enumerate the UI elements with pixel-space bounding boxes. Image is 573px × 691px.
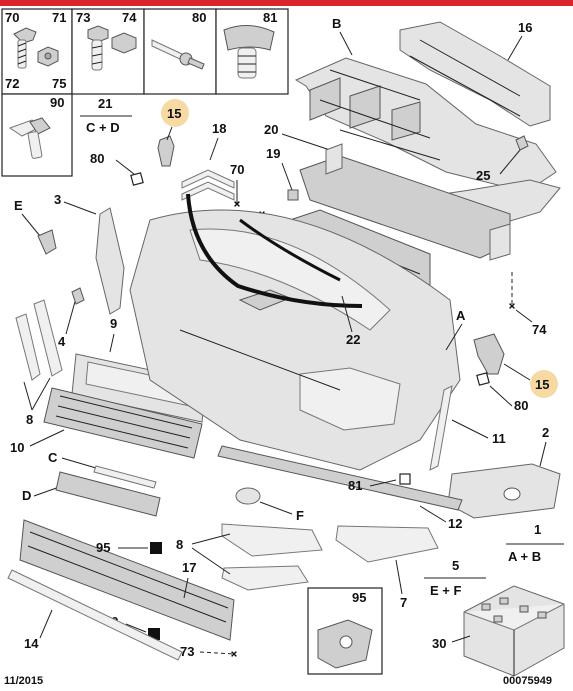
footer-date: 11/2015 <box>4 675 43 687</box>
part-14-strip <box>7 569 183 661</box>
grille-D <box>55 471 161 517</box>
label-81-b: 81 <box>348 478 362 493</box>
label-11: 11 <box>492 431 506 446</box>
label-22: 22 <box>346 332 360 347</box>
label-81: 81 <box>263 10 277 25</box>
cap-F <box>235 487 261 505</box>
label-D: D <box>22 488 31 503</box>
part-3-panel <box>95 207 125 315</box>
label-15-right: 15 <box>535 377 549 392</box>
clip-E <box>37 229 57 255</box>
header-bar <box>0 0 573 6</box>
part-7-surround <box>335 525 439 563</box>
part-A-bumper: A <box>129 209 466 471</box>
label-70-b: 70 <box>230 162 244 177</box>
inset-box-95: 95 <box>307 587 383 675</box>
label-20: 20 <box>264 122 278 137</box>
label-4: 4 <box>58 334 66 349</box>
inset-box-73-74: 73 74 <box>71 8 145 95</box>
part-10-grille: 10 <box>10 387 203 459</box>
label-19: 19 <box>266 146 280 161</box>
part-16-bracket: 16 <box>399 20 551 127</box>
label-16: 16 <box>518 20 532 35</box>
label-90: 90 <box>50 95 64 110</box>
label-15-top: 15 <box>167 106 181 121</box>
part-30-clip-box: 30 <box>432 585 565 677</box>
label-F: F <box>296 508 304 523</box>
label-74-b: 74 <box>532 322 547 337</box>
clip-4 <box>71 287 85 305</box>
label-12: 12 <box>448 516 462 531</box>
label-74: 74 <box>122 10 137 25</box>
label-5-sub: E + F <box>430 583 461 598</box>
fastener-81-marker <box>399 473 411 485</box>
part-20-absorber: 20 <box>264 122 511 261</box>
label-80: 80 <box>192 10 206 25</box>
label-95-a: 95 <box>96 540 110 555</box>
kit-1: 1 A + B <box>506 522 564 564</box>
label-71: 71 <box>52 10 66 25</box>
inset-box-70-75: 70 71 72 75 <box>1 8 73 95</box>
label-3: 3 <box>54 192 61 207</box>
label-8-a: 8 <box>26 412 33 427</box>
label-17: 17 <box>182 560 196 575</box>
part-22-strip <box>186 193 363 308</box>
callout-15-right: 15 <box>473 333 558 398</box>
label-2: 2 <box>542 425 549 440</box>
label-B: B <box>332 16 341 31</box>
inset-box-81: 81 <box>215 8 289 95</box>
part-8-surrounds: 8 <box>176 523 323 591</box>
label-A: A <box>456 308 466 323</box>
part-B-beam: B <box>294 16 557 193</box>
label-21-sub: C + D <box>86 120 120 135</box>
part-18-chevrons: 18 <box>181 121 235 201</box>
label-18: 18 <box>212 121 226 136</box>
label-80-c: 80 <box>514 398 528 413</box>
part-17-lower: 17 <box>19 519 235 641</box>
label-21: 21 <box>98 96 112 111</box>
label-1: 1 <box>534 522 541 537</box>
trim-C <box>93 465 157 489</box>
callout-15-top: 15 <box>157 99 189 167</box>
inset-box-80: 80 <box>143 8 217 95</box>
part-8-strips: 8 <box>15 299 63 427</box>
label-5: 5 <box>452 558 459 573</box>
clip-19 <box>287 189 299 201</box>
label-8-b: 8 <box>176 537 183 552</box>
label-25: 25 <box>476 168 490 183</box>
label-72: 72 <box>5 76 19 91</box>
inset-box-90: 90 <box>1 93 73 177</box>
part-11-strip <box>429 385 453 471</box>
footer-ref: 00075949 <box>503 675 552 687</box>
kit-21: 21 C + D <box>80 96 132 135</box>
label-9: 9 <box>110 316 117 331</box>
label-75: 75 <box>52 76 66 91</box>
label-70: 70 <box>5 10 19 25</box>
label-E: E <box>14 198 23 213</box>
label-14: 14 <box>24 636 39 651</box>
label-73: 73 <box>76 10 90 25</box>
part-12-strip <box>217 445 463 511</box>
fastener-80-marker-right <box>476 372 490 386</box>
label-10: 10 <box>10 440 24 455</box>
label-95-b: 95 <box>352 590 366 605</box>
part-2-fog-trim: 2 <box>447 425 561 519</box>
label-1-sub: A + B <box>508 549 541 564</box>
fastener-95-marker <box>150 542 162 554</box>
label-80-b: 80 <box>90 151 104 166</box>
label-30: 30 <box>432 636 446 651</box>
label-7: 7 <box>400 595 407 610</box>
kit-5: 5 E + F <box>424 558 486 598</box>
fastener-80-marker <box>130 172 144 186</box>
label-73-b: 73 <box>180 644 194 659</box>
label-C: C <box>48 450 58 465</box>
